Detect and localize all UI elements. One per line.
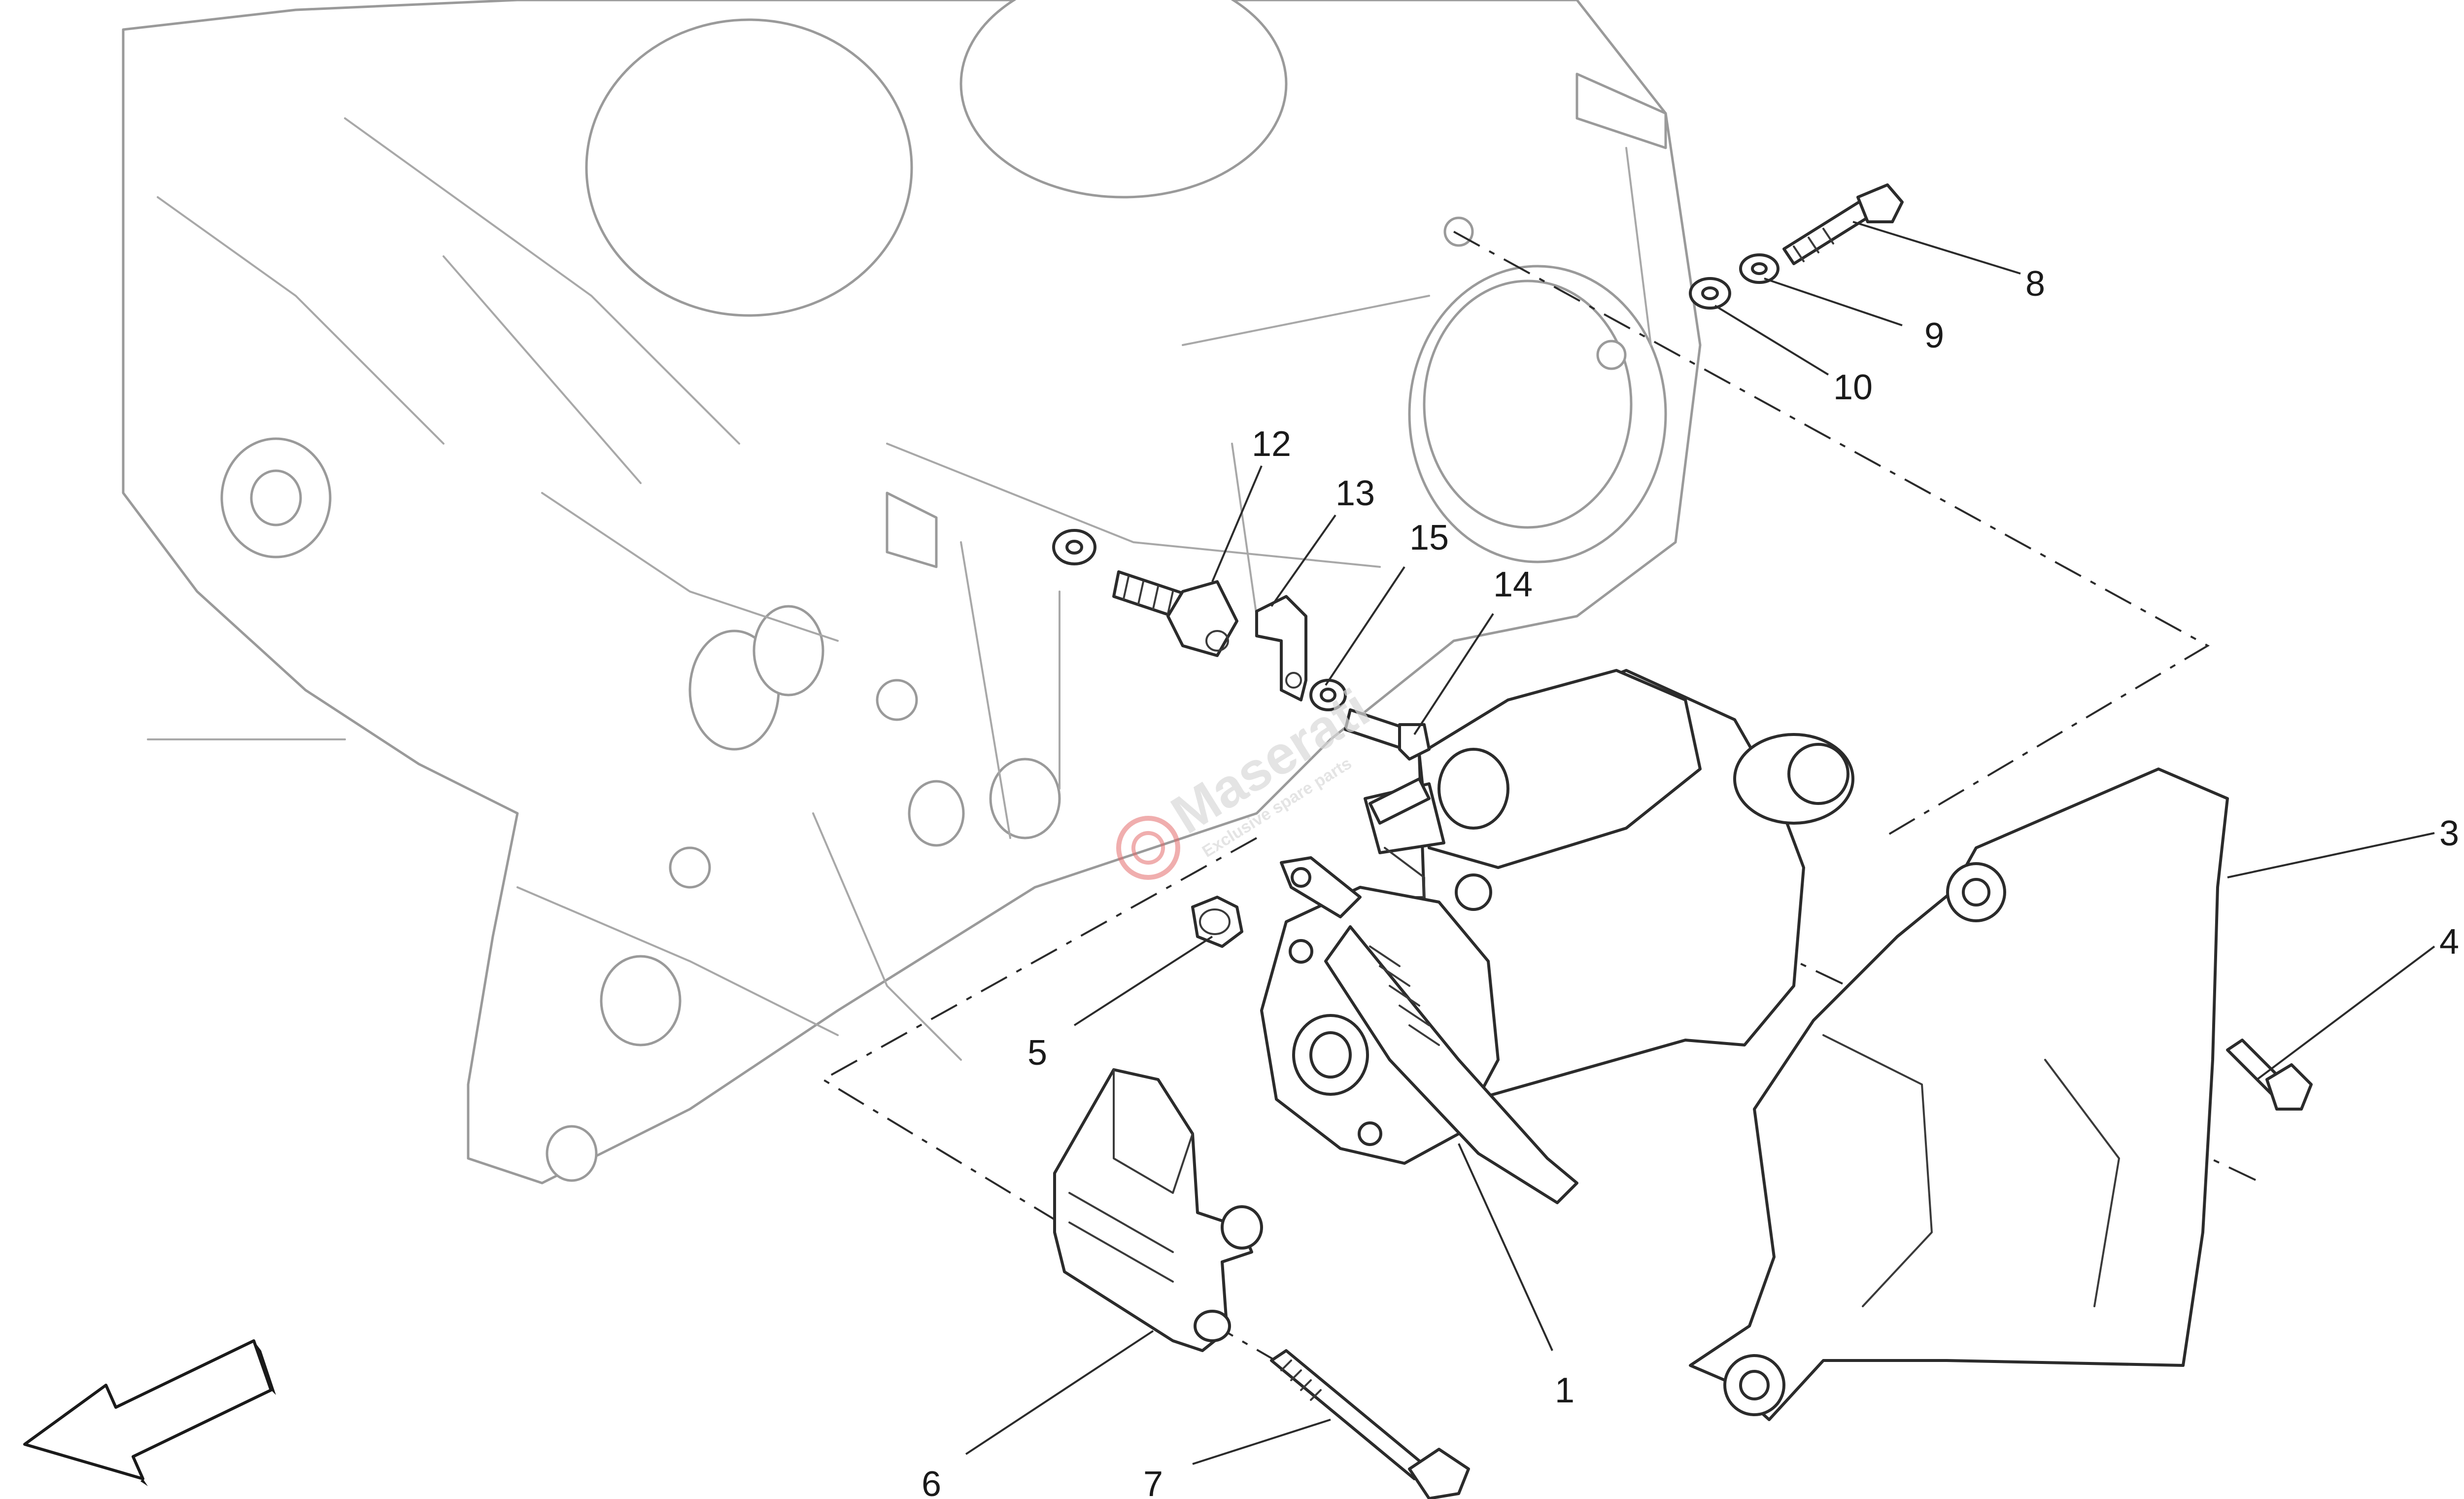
callout-14: 14	[1493, 565, 1533, 604]
engine-block	[122, 0, 1702, 1185]
direction-arrow-icon	[23, 1339, 276, 1486]
callout-3: 3	[2439, 814, 2459, 853]
part-7-bolt	[1270, 1349, 1470, 1499]
callout-8: 8	[2025, 264, 2045, 304]
part-5-nut	[1191, 896, 1243, 948]
part-1-starter-motor	[1260, 669, 1854, 1204]
callout-labels: 8 9 10 12 13 15 14 3 4 5 6 7 1	[922, 264, 2459, 1499]
callout-12: 12	[1252, 424, 1291, 464]
callout-6: 6	[922, 1464, 941, 1499]
part-6-cover	[1053, 1068, 1263, 1352]
callout-1: 1	[1555, 1371, 1574, 1410]
callout-10: 10	[1833, 368, 1873, 407]
leader-lines	[965, 221, 2435, 1465]
parts-8-9-10-bolt-washers	[1689, 183, 1904, 310]
part-3-heat-shield	[1689, 767, 2229, 1421]
watermark-logo-icon	[1116, 816, 1180, 880]
callout-7: 7	[1143, 1464, 1163, 1499]
callout-4: 4	[2439, 922, 2459, 962]
callout-15: 15	[1409, 518, 1449, 558]
callout-5: 5	[1027, 1033, 1047, 1073]
part-4-bolt	[2226, 1039, 2313, 1111]
callout-9: 9	[1924, 316, 1944, 355]
callout-13: 13	[1335, 474, 1375, 513]
parts-12-15-bracket-hardware	[1052, 529, 1431, 761]
